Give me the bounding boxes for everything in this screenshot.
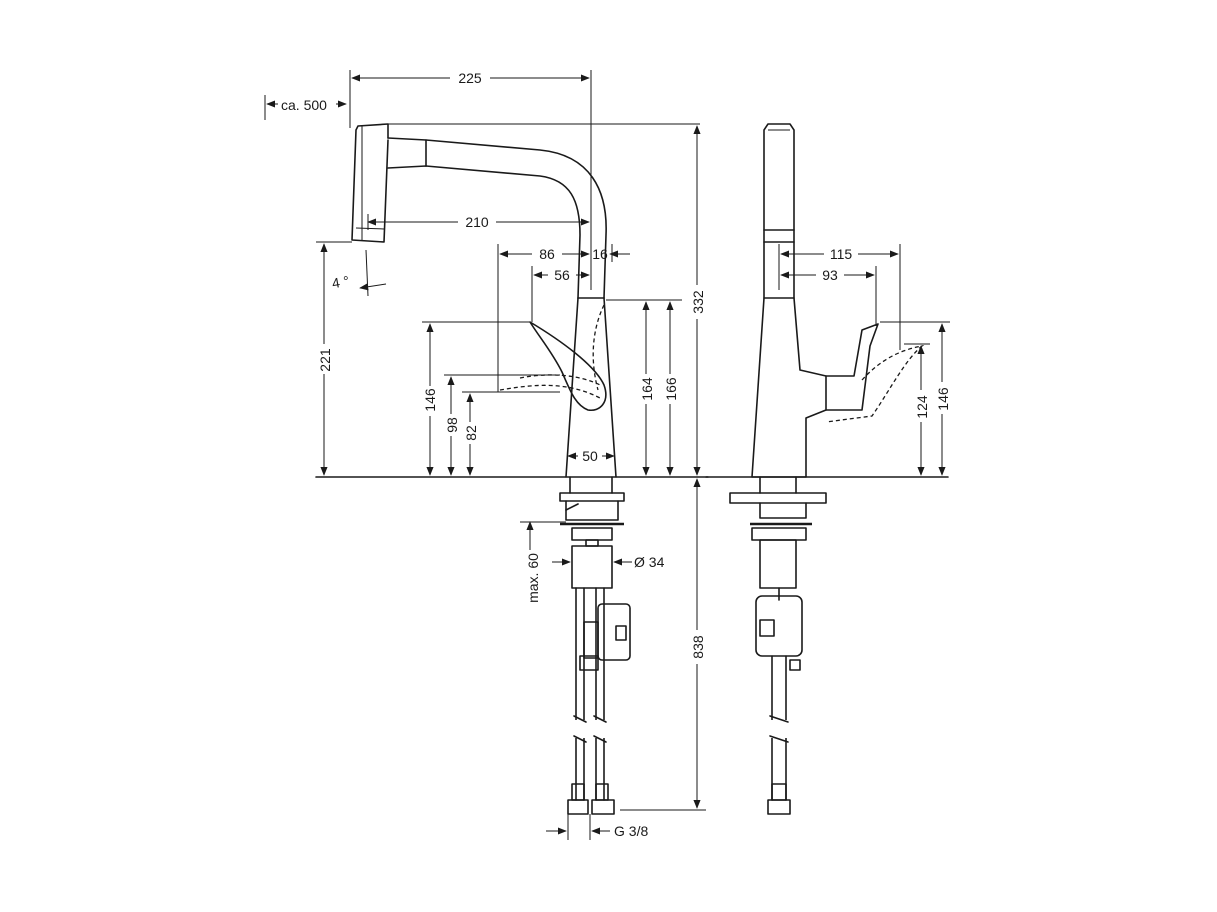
dim-g38: G 3/8 bbox=[614, 823, 648, 839]
spray-head bbox=[351, 123, 389, 243]
dim-332: 332 bbox=[690, 290, 706, 314]
side-spout bbox=[751, 123, 827, 478]
shank bbox=[571, 545, 613, 589]
dim-16: 16 bbox=[592, 246, 608, 262]
dim-210: 210 bbox=[465, 214, 489, 230]
dim-146-left: 146 bbox=[422, 388, 438, 412]
dim-82: 82 bbox=[463, 425, 479, 441]
dim-115: 115 bbox=[830, 246, 853, 262]
front-view: 225 ca. 500 210 86 16 56 4 ° 221 146 bbox=[264, 69, 709, 840]
dim-225: 225 bbox=[458, 70, 482, 86]
dim-124: 124 bbox=[914, 395, 930, 419]
side-hose-weight bbox=[755, 595, 803, 657]
dim-56: 56 bbox=[554, 267, 570, 283]
side-view: 115 93 124 146 bbox=[705, 123, 951, 815]
dim-164: 164 bbox=[639, 377, 655, 401]
dim-dia34: Ø 34 bbox=[634, 554, 665, 570]
dim-146-right: 146 bbox=[935, 387, 951, 411]
dim-4deg: 4 ° bbox=[331, 273, 351, 292]
connector-right bbox=[591, 799, 615, 815]
lever-handle bbox=[529, 321, 607, 411]
side-mount-plate bbox=[729, 492, 827, 504]
dim-86: 86 bbox=[539, 246, 555, 262]
dim-221: 221 bbox=[317, 348, 333, 372]
side-connector bbox=[767, 799, 791, 815]
dim-166: 166 bbox=[663, 377, 679, 401]
dim-ca500: ca. 500 bbox=[281, 97, 327, 113]
mount-plate bbox=[559, 492, 625, 502]
connector-left bbox=[567, 799, 589, 815]
dim-838: 838 bbox=[690, 635, 706, 659]
dim-max60: max. 60 bbox=[525, 553, 541, 603]
spout-arm bbox=[387, 137, 607, 299]
dim-93: 93 bbox=[822, 267, 838, 283]
dim-98: 98 bbox=[444, 417, 460, 433]
side-lever bbox=[825, 323, 879, 411]
dim-50: 50 bbox=[582, 448, 598, 464]
